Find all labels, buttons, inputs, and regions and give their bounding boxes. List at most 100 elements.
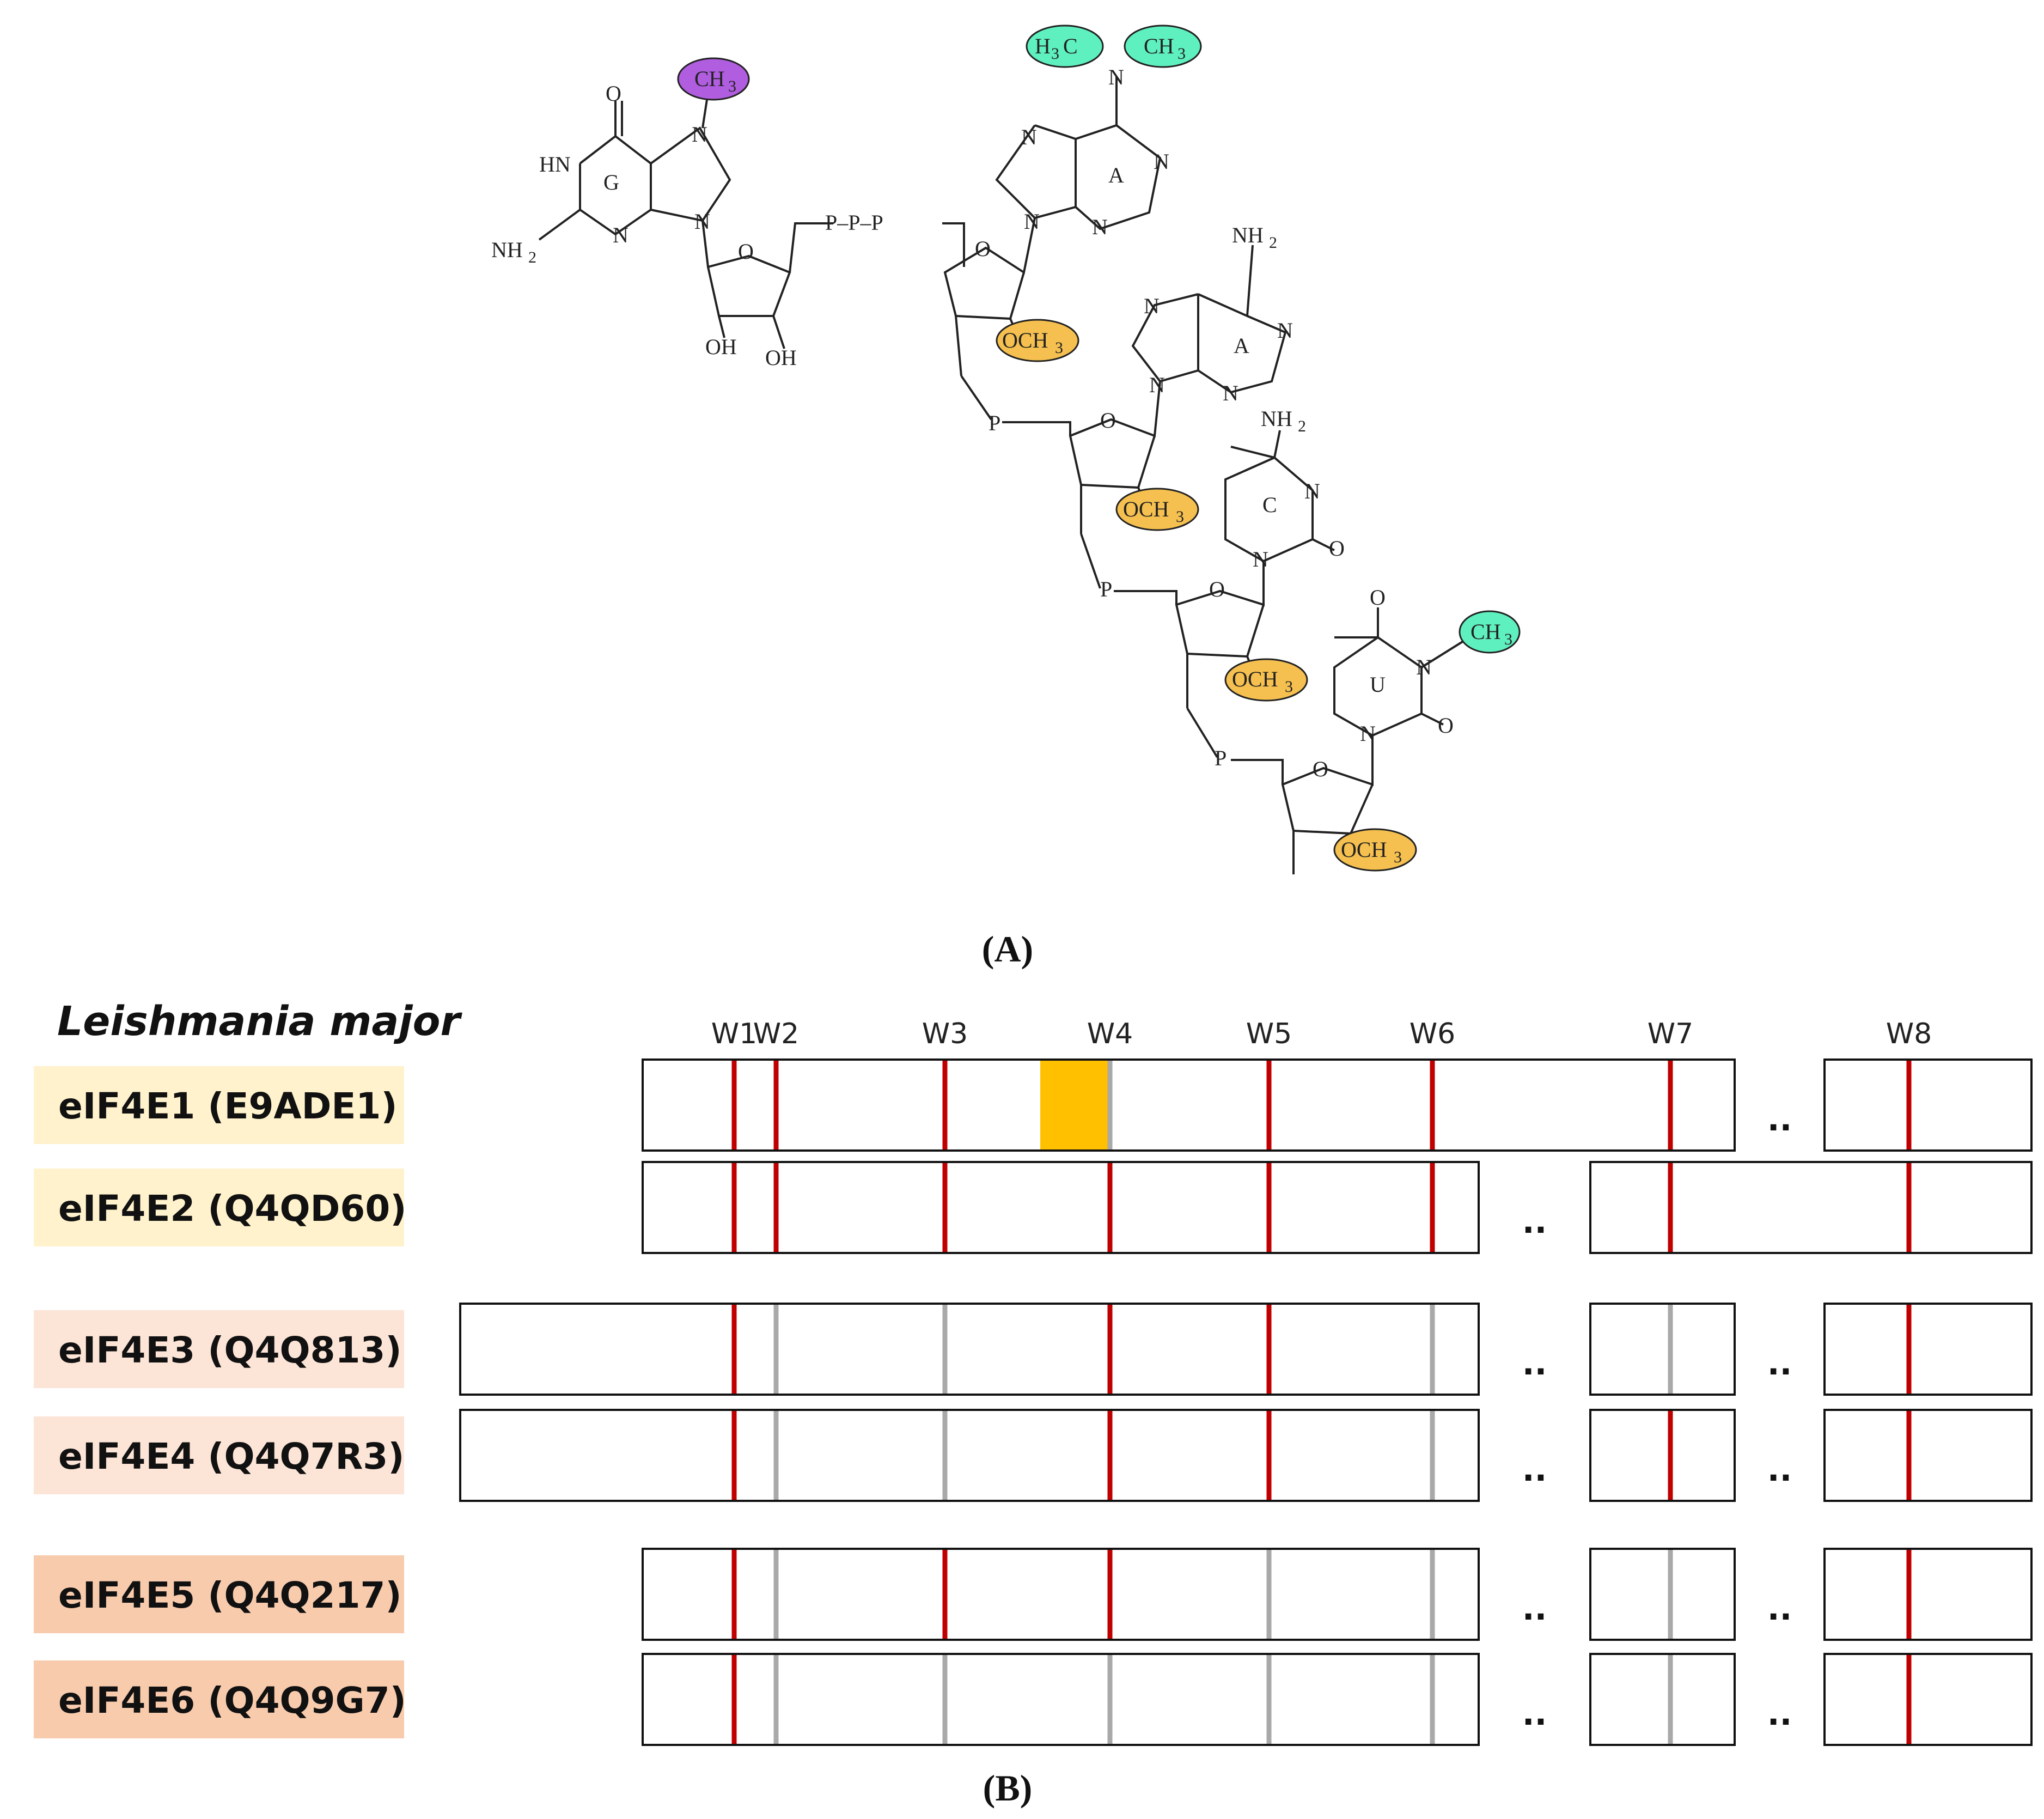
a2-nh2: NH bbox=[1232, 223, 1264, 247]
protein-label-box bbox=[34, 1555, 404, 1633]
protein-label-box bbox=[34, 1660, 404, 1738]
protein-label: eIF4E3 (Q4Q813) bbox=[58, 1329, 402, 1371]
protein-label: eIF4E4 (Q4Q7R3) bbox=[58, 1435, 404, 1477]
sequence-segment bbox=[1589, 1303, 1736, 1396]
sequence-segment bbox=[642, 1653, 1480, 1746]
sequence-segment bbox=[1823, 1548, 2033, 1641]
adenine-1-ring bbox=[995, 76, 1162, 230]
u-methyl-ch3-sub: 3 bbox=[1504, 630, 1512, 648]
a2-och3-sub: 3 bbox=[1176, 508, 1184, 526]
a1-och3-sub: 3 bbox=[1055, 339, 1063, 357]
a1-n9: N bbox=[1024, 209, 1040, 234]
ome-3-marker bbox=[1224, 658, 1308, 702]
m7-methyl-marker bbox=[677, 57, 750, 101]
dimethyl-ch3-sub: 3 bbox=[1177, 45, 1186, 63]
g-carbonyl-o: O bbox=[606, 81, 621, 106]
panel-a-label: (A) bbox=[982, 928, 1033, 970]
w4-highlight-region bbox=[1040, 1061, 1110, 1149]
a1-n3: N bbox=[1092, 215, 1108, 239]
m7-ch3-sub: 3 bbox=[728, 77, 736, 95]
w-label-8: W8 bbox=[1886, 1018, 1932, 1050]
dimethyl-h3c-sub: 3 bbox=[1051, 45, 1059, 63]
a1-ribose-o: O bbox=[975, 236, 991, 261]
w-label-6: W6 bbox=[1410, 1018, 1456, 1050]
triphosphate: P–P–P bbox=[825, 210, 883, 235]
dimethyl-right-marker bbox=[1124, 25, 1202, 68]
g-hn: HN bbox=[539, 152, 571, 177]
c-och3: OCH bbox=[1232, 667, 1278, 691]
w-label-2: W2 bbox=[753, 1018, 800, 1050]
g-n9: N bbox=[694, 209, 710, 234]
protein-row: eIF4E2 (Q4QD60).. bbox=[34, 1161, 2033, 1254]
protein-label-box bbox=[34, 1310, 404, 1388]
sequence-gap-dots: .. bbox=[1767, 1345, 1792, 1383]
a2-och3: OCH bbox=[1123, 497, 1169, 521]
sequence-gap-dots: .. bbox=[1522, 1203, 1547, 1241]
sequence-gap-dots: .. bbox=[1522, 1590, 1547, 1628]
c-u-phosphate: P bbox=[1215, 746, 1227, 770]
ome-2-marker bbox=[1115, 488, 1199, 531]
u-carbonyl-o2: O bbox=[1438, 713, 1454, 738]
sequence-segment bbox=[642, 1058, 1736, 1152]
protein-row: eIF4E5 (Q4Q217).... bbox=[34, 1548, 2033, 1641]
w-label-3: W3 bbox=[922, 1018, 968, 1050]
sequence-gap-dots: .. bbox=[1767, 1695, 1792, 1733]
a1-n7: N bbox=[1021, 125, 1037, 149]
a2-n1: N bbox=[1277, 318, 1293, 343]
u-n3: N bbox=[1416, 655, 1432, 679]
protein-label: eIF4E2 (Q4QD60) bbox=[58, 1188, 406, 1230]
w-label-5: W5 bbox=[1246, 1018, 1292, 1050]
protein-label-box bbox=[34, 1416, 404, 1494]
uracil-ring bbox=[1333, 607, 1466, 737]
g-nh2: NH bbox=[491, 238, 523, 262]
sequence-segment bbox=[1589, 1653, 1736, 1746]
a1-base-letter: A bbox=[1108, 163, 1124, 187]
sequence-gap-dots: .. bbox=[1522, 1695, 1547, 1733]
protein-row: eIF4E3 (Q4Q813).... bbox=[34, 1303, 2033, 1396]
a2-ribose-o: O bbox=[1100, 408, 1116, 433]
dimethyl-h3c: H bbox=[1035, 34, 1051, 58]
c-nh2-sub: 2 bbox=[1298, 417, 1306, 435]
g-oh3: OH bbox=[765, 345, 797, 370]
u-ribose-o: O bbox=[1313, 757, 1328, 781]
sequence-segment bbox=[1823, 1409, 2033, 1502]
w-label-1: W1 bbox=[711, 1018, 758, 1050]
g-nh2-sub: 2 bbox=[528, 248, 536, 266]
m7-ch3: CH bbox=[694, 66, 725, 91]
g-n3: N bbox=[613, 223, 629, 247]
protein-label: eIF4E6 (Q4Q9G7) bbox=[58, 1680, 406, 1721]
u-methyl-marker bbox=[1459, 610, 1521, 654]
sequence-gap-dots: .. bbox=[1522, 1345, 1547, 1383]
c-nh2: NH bbox=[1261, 406, 1292, 431]
protein-label: eIF4E1 (E9ADE1) bbox=[58, 1085, 398, 1127]
a1-och3: OCH bbox=[1002, 328, 1048, 352]
protein-row: eIF4E6 (Q4Q9G7).... bbox=[34, 1653, 2033, 1746]
sequence-gap-dots: .. bbox=[1522, 1451, 1547, 1489]
ome-4-marker bbox=[1333, 828, 1417, 872]
a2-c-phosphate: P bbox=[1100, 577, 1112, 601]
dimethyl-ch3: CH bbox=[1144, 34, 1174, 58]
g-n7: N bbox=[692, 122, 707, 147]
cytosine-ring bbox=[1224, 430, 1335, 563]
g-oh2: OH bbox=[705, 334, 737, 359]
sequence-segment bbox=[1823, 1303, 2033, 1396]
a2-n9: N bbox=[1149, 373, 1165, 397]
a1-n1: N bbox=[1154, 149, 1169, 174]
dimethyl-h3c-tail: C bbox=[1063, 34, 1078, 58]
cap-structure-diagram: O HN G N N N NH 2 CH 3 O OH OH P–P–P H 3… bbox=[491, 25, 1521, 874]
sequence-segment bbox=[1589, 1409, 1736, 1502]
u-methyl-ch3: CH bbox=[1471, 619, 1501, 644]
guanine-ring bbox=[538, 92, 731, 241]
protein-label-box bbox=[34, 1169, 404, 1246]
protein-rows: eIF4E1 (E9ADE1)..eIF4E2 (Q4QD60)..eIF4E3… bbox=[34, 1058, 2033, 1746]
sequence-segment bbox=[1589, 1548, 1736, 1641]
g-ribose bbox=[701, 220, 833, 349]
c-ribose-o: O bbox=[1209, 577, 1225, 601]
sequence-gap-dots: .. bbox=[1767, 1451, 1792, 1489]
sequence-gap-dots: .. bbox=[1767, 1590, 1792, 1628]
a1-a2-phosphate: P bbox=[989, 411, 1000, 435]
c-n3: N bbox=[1304, 479, 1320, 503]
u-carbonyl-o4: O bbox=[1370, 585, 1386, 610]
